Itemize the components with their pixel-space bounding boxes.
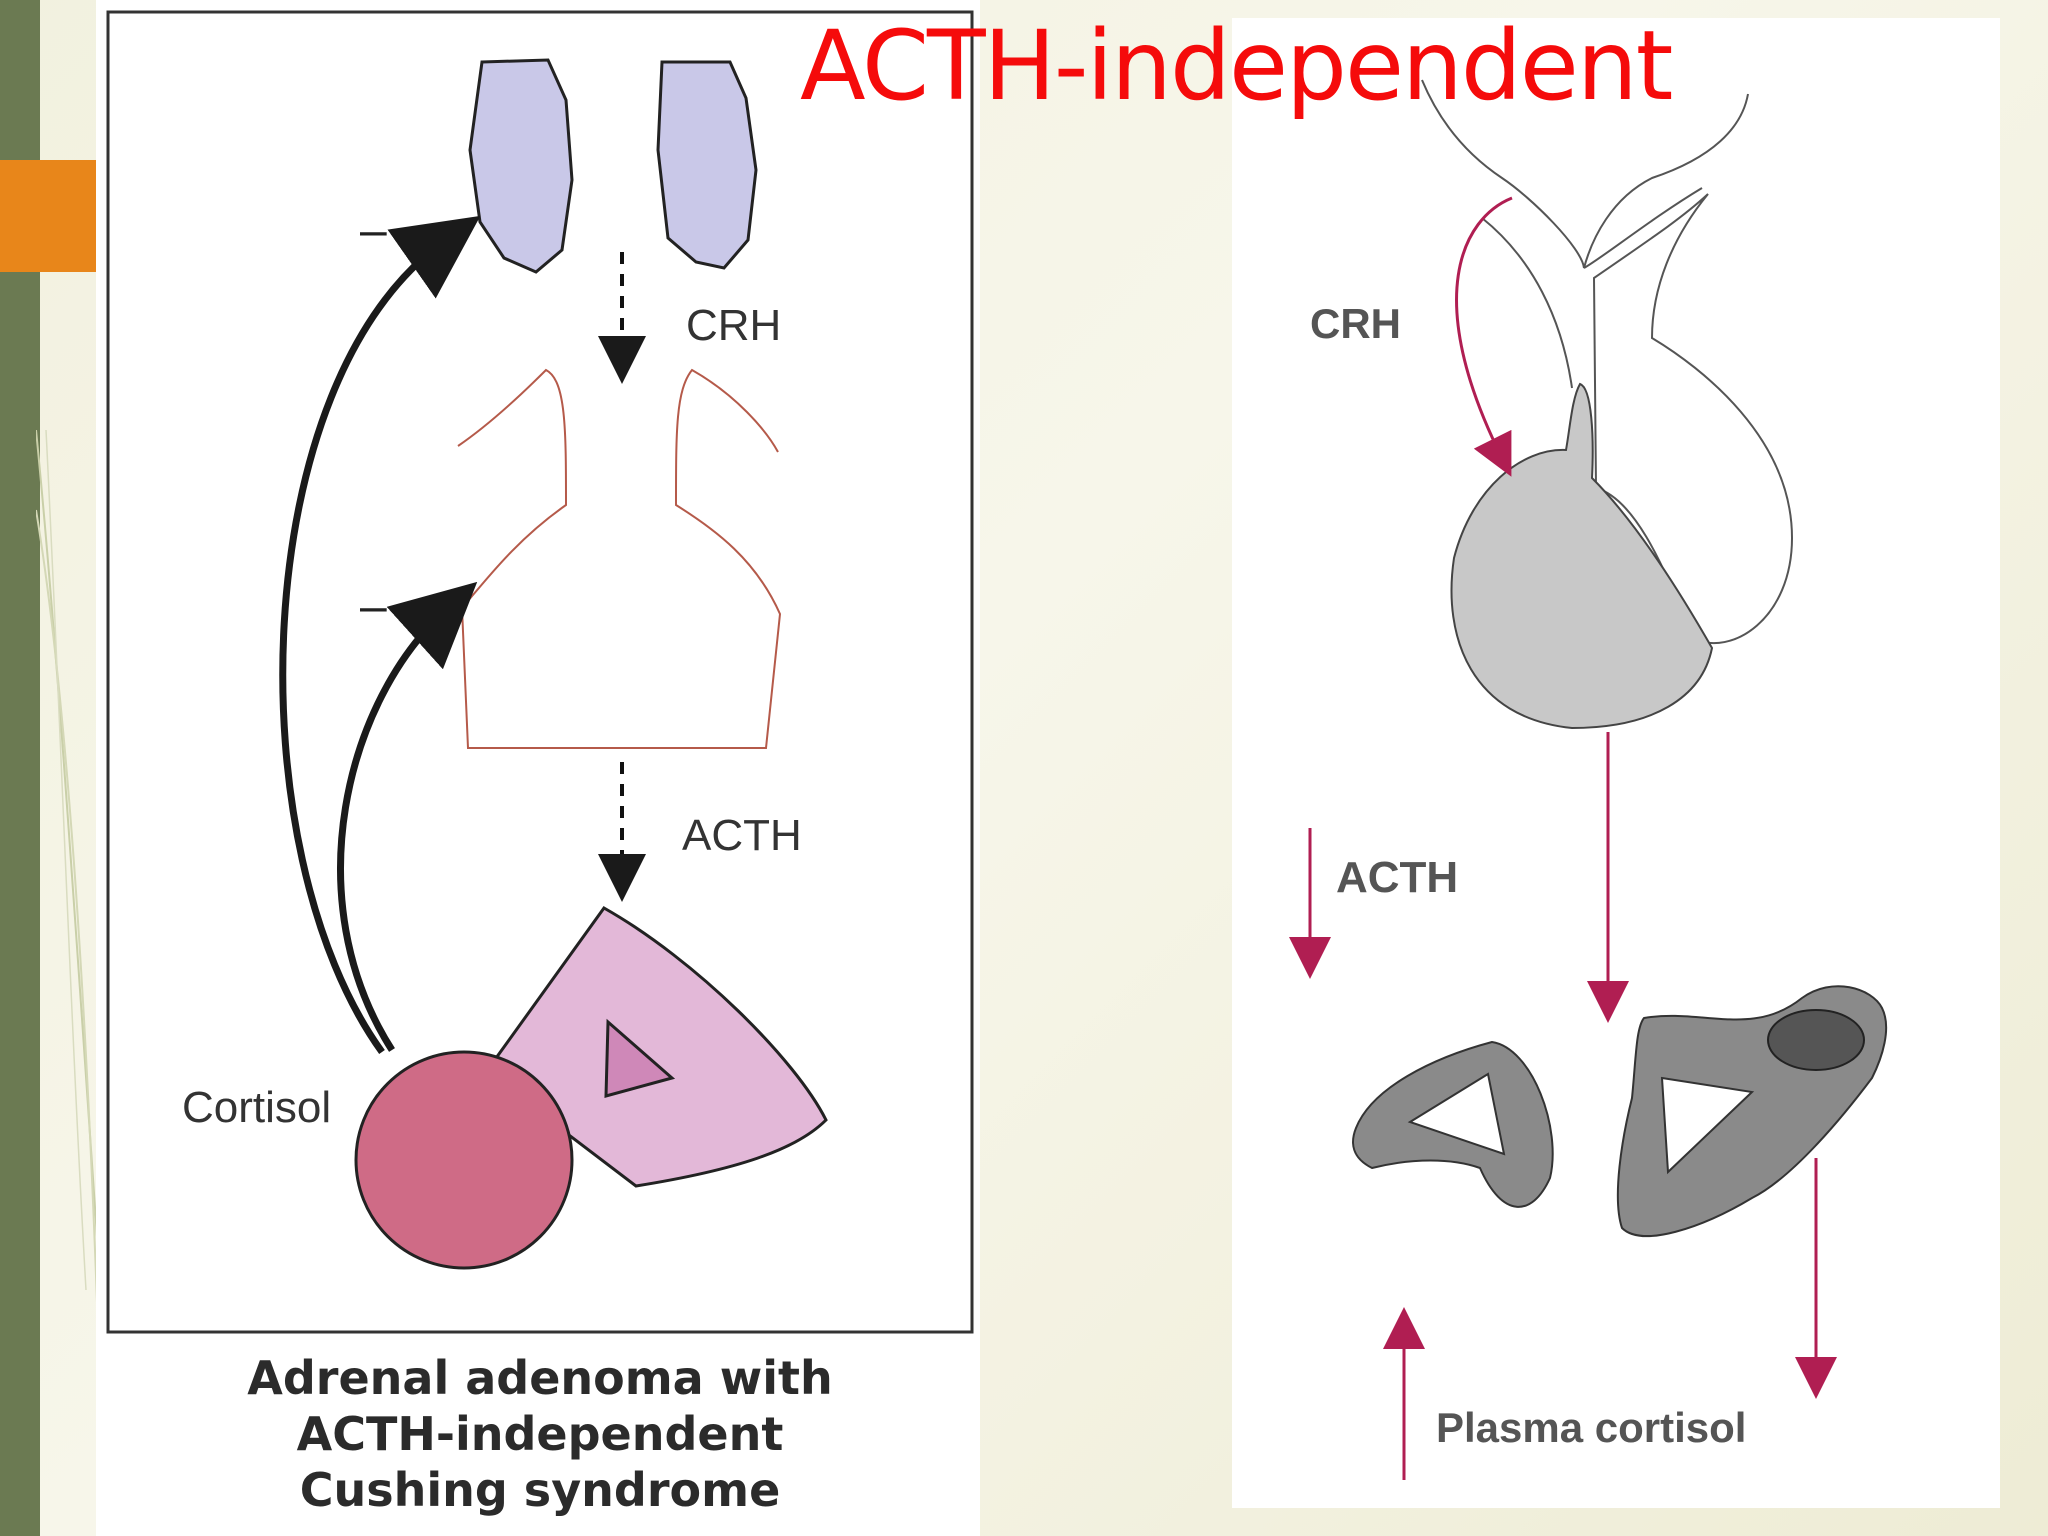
slide-title: ACTH-independent [800,10,1673,122]
orange-accent-tab [0,160,96,272]
left-diagram: CRH ACTH – – Cortisol [106,10,974,1334]
left-crh-label: CRH [686,301,781,350]
stalk-outline [1481,187,1703,389]
caption-line-2: ACTH-independent [296,1407,784,1462]
left-diagram-caption: Adrenal adenoma with ACTH-independent Cu… [110,1350,970,1518]
adrenal-adenoma [354,1050,574,1270]
right-adrenal-adenoma [1767,1009,1865,1071]
diagram-frame [106,10,974,1334]
hypothalamus-left-lobe [468,58,574,274]
caption-line-1: Adrenal adenoma with [247,1351,833,1405]
anterior-pituitary [1450,382,1714,730]
adrenal-gland [483,906,828,1188]
crh-feedback-arrow [1455,196,1513,477]
cortisol-label: Cortisol [182,1083,331,1132]
adrenal-medulla [604,1018,676,1098]
decorative-lines [36,430,103,1330]
left-adrenal-medulla [1407,1072,1506,1156]
right-acth-label: ACTH [1336,853,1458,902]
right-adrenal-medulla [1660,1076,1755,1175]
feedback-arrow-to-pituitary [337,581,478,1052]
caption-line-3: Cushing syndrome [299,1463,781,1518]
minus-sign-pituitary: – [360,580,387,633]
pituitary-outline [457,368,782,749]
left-acth-label: ACTH [682,811,802,860]
feedback-arrow-to-hypothalamus [279,215,481,1055]
right-diagram: CRH ACTH Plasma cortisol [1289,79,1888,1480]
right-crh-label: CRH [1310,300,1401,347]
plasma-cortisol-label: Plasma cortisol [1436,1404,1746,1451]
minus-sign-hypothalamus: – [360,204,387,257]
hypothalamus-right-lobe [656,60,758,270]
